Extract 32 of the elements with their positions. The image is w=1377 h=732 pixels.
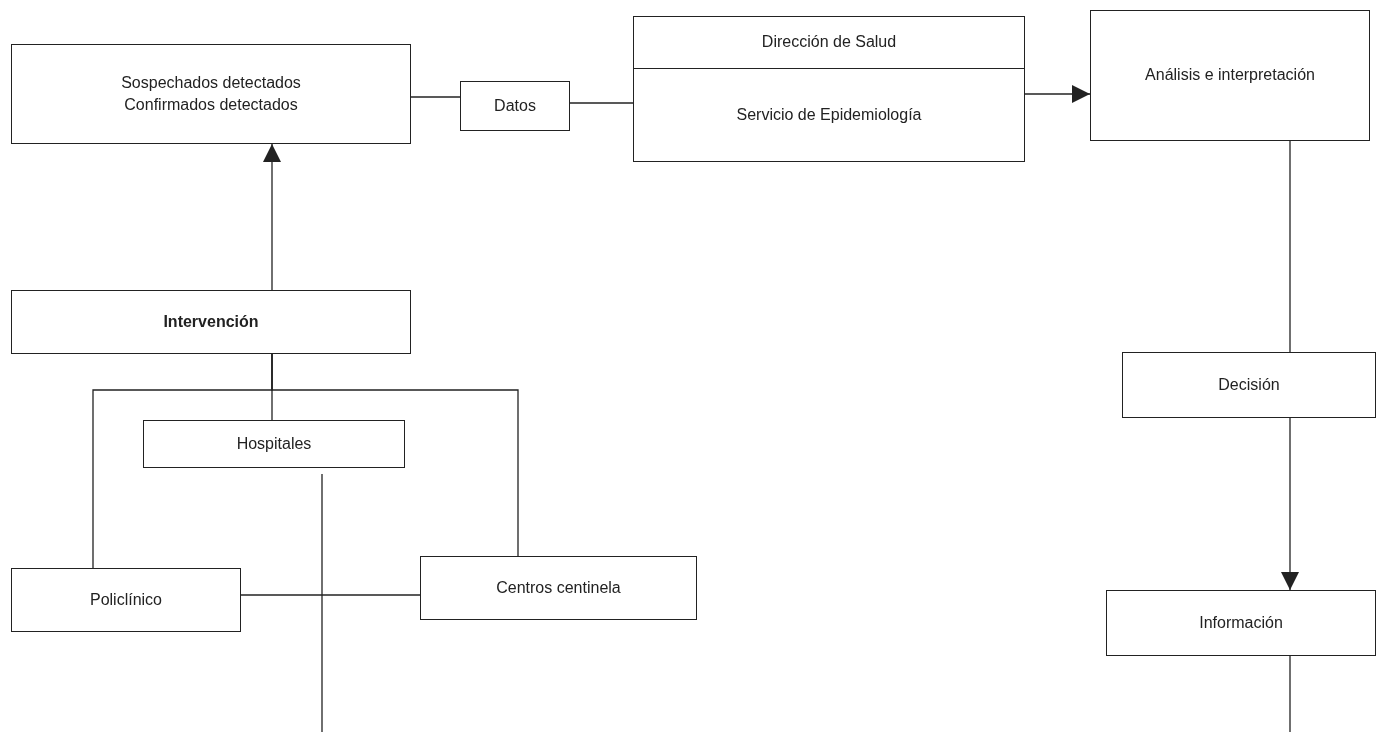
connector-line xyxy=(410,96,461,98)
box-text: Datos xyxy=(494,95,536,116)
process-box xyxy=(11,290,411,354)
process-box xyxy=(11,568,241,632)
connector-line xyxy=(569,102,634,104)
box-text: Información xyxy=(1199,612,1283,633)
box-text: Policlínico xyxy=(90,589,162,610)
box-title: Dirección de Salud xyxy=(761,32,897,53)
box-text: Hospitales xyxy=(236,433,312,454)
process-box xyxy=(11,44,411,144)
connector-line xyxy=(271,353,519,557)
arrow xyxy=(1024,85,1091,103)
box-text: Confirmados detectados xyxy=(124,95,298,115)
process-box xyxy=(1090,10,1370,141)
connector-line xyxy=(321,473,323,732)
box-text: Intervención xyxy=(163,311,259,332)
process-box xyxy=(1106,590,1376,656)
process-box xyxy=(460,81,570,131)
box-text: Centros centinela xyxy=(496,577,621,598)
box-text: Análisis e interpretación xyxy=(1145,65,1315,86)
connector-line xyxy=(1289,140,1291,353)
connector-line xyxy=(1289,655,1291,732)
box-text: Servicio de Epidemiología xyxy=(736,104,922,125)
process-box xyxy=(420,556,697,620)
process-box xyxy=(633,16,1025,162)
arrow xyxy=(1281,417,1299,591)
box-text: Decisión xyxy=(1218,374,1280,395)
arrow xyxy=(263,143,281,291)
box-text: Sospechados detectados xyxy=(121,72,301,93)
process-box xyxy=(143,420,405,468)
process-box xyxy=(1122,352,1376,418)
connector-line xyxy=(240,594,421,596)
